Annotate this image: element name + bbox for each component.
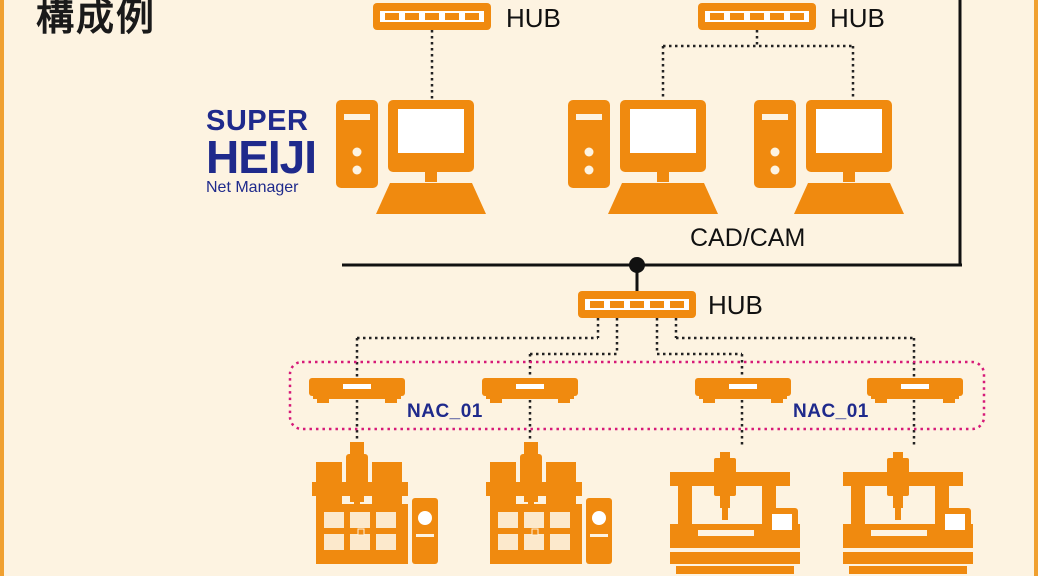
machine-4-icon (843, 452, 973, 574)
nac-label-left: NAC_01 (407, 401, 483, 422)
nac-adapter-4-icon (867, 378, 963, 403)
frame-left-border (0, 0, 4, 576)
computer-heiji-icon (336, 100, 486, 214)
hub-top-right-label: HUB (830, 3, 885, 33)
nac-group-boundary (288, 360, 986, 431)
computer-cad-2-icon (754, 100, 904, 214)
logo-line-super: SUPER (206, 105, 309, 137)
hub-top-left-label: HUB (506, 3, 561, 33)
nac-label-right: NAC_01 (793, 401, 869, 422)
hub-top-left-icon (373, 3, 491, 30)
nac-adapter-2-icon (482, 378, 578, 403)
hub-top-right-icon (698, 3, 816, 30)
backbone-junction-node (629, 257, 645, 273)
cad-cam-label: CAD/CAM (690, 224, 806, 252)
machine-2-icon (485, 441, 613, 565)
frame-right-border (1034, 0, 1038, 576)
logo-line-net-manager: Net Manager (206, 179, 299, 196)
nac-adapter-3-icon (695, 378, 791, 403)
logo-line-heiji: HEIJI (206, 131, 317, 183)
nac-adapter-1-icon (309, 378, 405, 403)
machine-3-icon (670, 452, 800, 574)
computer-cad-1-icon (568, 100, 718, 214)
dotted-cables (355, 30, 916, 446)
page-title: 構成例 (36, 0, 157, 39)
super-heiji-logo: SUPER HEIJI Net Manager (206, 105, 317, 198)
machine-1-icon (311, 441, 439, 565)
hub-center-icon (578, 291, 696, 318)
hub-center-label: HUB (708, 290, 763, 320)
